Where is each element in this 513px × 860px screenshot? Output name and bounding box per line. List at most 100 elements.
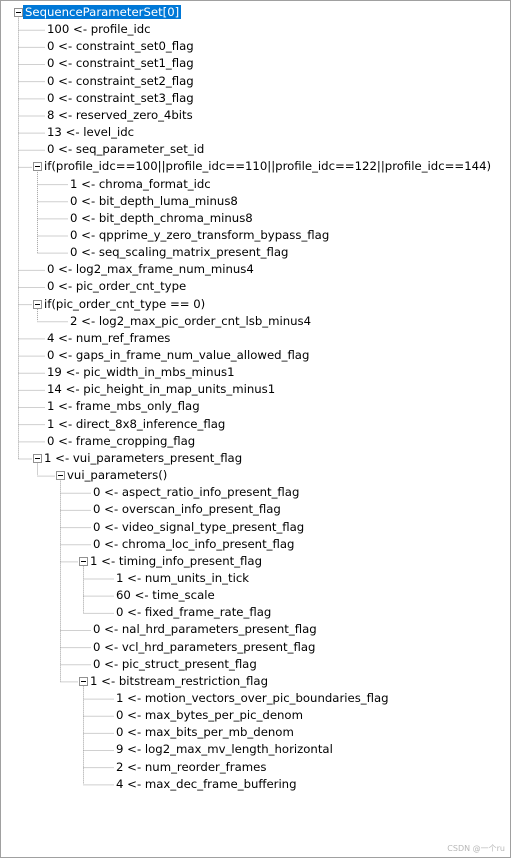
tree-node[interactable]: 0 <- bit_depth_luma_minus8	[70, 193, 238, 210]
tree-node-label: 0 <- seq_scaling_matrix_present_flag	[70, 245, 289, 260]
tree-node[interactable]: 0 <- seq_scaling_matrix_present_flag	[70, 244, 288, 261]
tree-node-label: 1 <- num_units_in_tick	[116, 570, 250, 585]
tree-node-label: 1 <- timing_info_present_flag	[90, 553, 262, 568]
tree-node-label: 0 <- seq_parameter_set_id	[47, 142, 205, 157]
tree-node[interactable]: 0 <- max_bytes_per_pic_denom	[116, 707, 303, 724]
tree-node[interactable]: 1 <- num_units_in_tick	[116, 570, 249, 587]
tree-node[interactable]: 0 <- chroma_loc_info_present_flag	[93, 536, 294, 553]
tree-node[interactable]: 1 <- direct_8x8_inference_flag	[47, 416, 225, 433]
tree-node[interactable]: 0 <- aspect_ratio_info_present_flag	[93, 484, 299, 501]
tree-node-label: 0 <- pic_struct_present_flag	[93, 656, 257, 671]
tree-node-label: 14 <- pic_height_in_map_units_minus1	[47, 382, 276, 397]
tree-node-label: 60 <- time_scale	[116, 588, 215, 603]
tree-node[interactable]: 0 <- constraint_set1_flag	[47, 55, 194, 72]
tree-node-label: 1 <- bitstream_restriction_flag	[90, 673, 268, 688]
tree-node-label: 0 <- chroma_loc_info_present_flag	[93, 536, 295, 551]
collapse-toggle-icon[interactable]	[32, 299, 42, 309]
tree-node-label: 19 <- pic_width_in_mbs_minus1	[47, 365, 235, 380]
tree-root-node[interactable]: SequenceParameterSet[0]	[23, 4, 182, 21]
tree-node[interactable]: 14 <- pic_height_in_map_units_minus1	[47, 381, 275, 398]
collapse-toggle-icon[interactable]	[78, 556, 88, 566]
collapse-toggle-icon[interactable]	[13, 8, 23, 18]
tree-node-label: 4 <- max_dec_frame_buffering	[116, 776, 297, 791]
tree-node-label: 9 <- log2_max_mv_length_horizontal	[116, 742, 333, 757]
tree-node[interactable]: 0 <- constraint_set2_flag	[47, 73, 194, 90]
tree-node-label: 0 <- max_bytes_per_pic_denom	[116, 708, 303, 723]
tree-node[interactable]: 60 <- time_scale	[116, 587, 215, 604]
tree-node[interactable]: 0 <- log2_max_frame_num_minus4	[47, 261, 254, 278]
tree-node-label: 0 <- max_bits_per_mb_denom	[116, 725, 294, 740]
tree-node-label: 1 <- chroma_format_idc	[70, 176, 211, 191]
tree-node[interactable]: vui_parameters()	[67, 467, 167, 484]
tree-node[interactable]: 100 <- profile_idc	[47, 21, 151, 38]
tree-node-label: if(pic_order_cnt_type == 0)	[44, 296, 206, 311]
watermark: CSDN @一个ru	[447, 844, 505, 853]
tree-node-label: 2 <- num_reorder_frames	[116, 759, 267, 774]
tree-node[interactable]: 0 <- nal_hrd_parameters_present_flag	[93, 621, 317, 638]
tree-node-label: 0 <- fixed_frame_rate_flag	[116, 605, 272, 620]
tree-node-label: 2 <- log2_max_pic_order_cnt_lsb_minus4	[70, 313, 312, 328]
tree-node[interactable]: 8 <- reserved_zero_4bits	[47, 107, 193, 124]
tree-node-label: 13 <- level_idc	[47, 125, 135, 140]
tree-node[interactable]: 0 <- overscan_info_present_flag	[93, 501, 281, 518]
tree-node-label: 0 <- qpprime_y_zero_transform_bypass_fla…	[70, 227, 330, 242]
tree-node[interactable]: 0 <- pic_order_cnt_type	[47, 278, 186, 295]
tree-node[interactable]: 1 <- motion_vectors_over_pic_boundaries_…	[116, 690, 389, 707]
tree-node-label: 0 <- constraint_set2_flag	[47, 73, 194, 88]
tree-root-label: SequenceParameterSet[0]	[23, 5, 182, 19]
collapse-toggle-icon[interactable]	[78, 676, 88, 686]
tree-node-label: vui_parameters()	[67, 468, 168, 483]
tree-node-label: 1 <- vui_parameters_present_flag	[44, 450, 243, 465]
tree-node-label: 0 <- vcl_hrd_parameters_present_flag	[93, 639, 316, 654]
tree-node[interactable]: if(pic_order_cnt_type == 0)	[44, 296, 205, 313]
tree-node[interactable]: 0 <- frame_cropping_flag	[47, 433, 195, 450]
tree-node-label: 0 <- gaps_in_frame_num_value_allowed_fla…	[47, 348, 310, 362]
tree-node[interactable]: 1 <- vui_parameters_present_flag	[44, 450, 242, 467]
tree-node-label: 0 <- bit_depth_chroma_minus8	[70, 210, 253, 225]
tree-node-label: 0 <- pic_order_cnt_type	[47, 279, 187, 294]
tree-node[interactable]: 0 <- constraint_set3_flag	[47, 90, 194, 107]
tree-node-label: 1 <- frame_mbs_only_flag	[47, 399, 200, 414]
tree-node-label: 0 <- nal_hrd_parameters_present_flag	[93, 622, 317, 637]
tree-node-label: 0 <- frame_cropping_flag	[47, 433, 196, 448]
tree-node[interactable]: 2 <- log2_max_pic_order_cnt_lsb_minus4	[70, 313, 311, 330]
collapse-toggle-icon[interactable]	[32, 453, 42, 463]
tree-node-label: 4 <- num_ref_frames	[47, 330, 171, 345]
collapse-toggle-icon[interactable]	[32, 162, 42, 172]
tree-node[interactable]: 4 <- num_ref_frames	[47, 330, 170, 347]
tree-node-label: 0 <- log2_max_frame_num_minus4	[47, 262, 254, 277]
tree-node-label: 1 <- motion_vectors_over_pic_boundaries_…	[116, 691, 389, 705]
tree-node[interactable]: 0 <- gaps_in_frame_num_value_allowed_fla…	[47, 347, 309, 364]
tree-node[interactable]: 0 <- vcl_hrd_parameters_present_flag	[93, 639, 315, 656]
tree-node[interactable]: 1 <- bitstream_restriction_flag	[90, 673, 268, 690]
tree-node-label: 0 <- overscan_info_present_flag	[93, 502, 281, 517]
tree-node[interactable]: if(profile_idc==100||profile_idc==110||p…	[44, 158, 491, 175]
tree-node[interactable]: 2 <- num_reorder_frames	[116, 759, 266, 776]
tree-node[interactable]: 0 <- video_signal_type_present_flag	[93, 519, 304, 536]
tree-node-label: 0 <- bit_depth_luma_minus8	[70, 193, 238, 208]
tree-node[interactable]: 1 <- frame_mbs_only_flag	[47, 398, 200, 415]
tree-node-label: 1 <- direct_8x8_inference_flag	[47, 416, 226, 431]
tree-node[interactable]: 1 <- chroma_format_idc	[70, 176, 211, 193]
tree-node[interactable]: 4 <- max_dec_frame_buffering	[116, 776, 297, 793]
tree-node[interactable]: 13 <- level_idc	[47, 124, 134, 141]
tree-node[interactable]: 0 <- qpprime_y_zero_transform_bypass_fla…	[70, 227, 329, 244]
tree-node[interactable]: 0 <- pic_struct_present_flag	[93, 656, 257, 673]
tree-node-label: 0 <- video_signal_type_present_flag	[93, 519, 305, 534]
tree-node-label: if(profile_idc==100||profile_idc==110||p…	[44, 159, 492, 174]
tree-node-label: 100 <- profile_idc	[47, 22, 151, 37]
tree-node[interactable]: 9 <- log2_max_mv_length_horizontal	[116, 741, 333, 758]
tree-node[interactable]: 19 <- pic_width_in_mbs_minus1	[47, 364, 235, 381]
tree-node[interactable]: 0 <- constraint_set0_flag	[47, 38, 194, 55]
tree-node[interactable]: 0 <- fixed_frame_rate_flag	[116, 604, 271, 621]
tree-node[interactable]: 0 <- seq_parameter_set_id	[47, 141, 204, 158]
tree-node[interactable]: 1 <- timing_info_present_flag	[90, 553, 262, 570]
tree-node-label: 8 <- reserved_zero_4bits	[47, 107, 193, 122]
tree-node-label: 0 <- aspect_ratio_info_present_flag	[93, 485, 300, 500]
tree-node[interactable]: 0 <- max_bits_per_mb_denom	[116, 724, 294, 741]
tree-node-label: 0 <- constraint_set3_flag	[47, 90, 194, 105]
tree-node[interactable]: 0 <- bit_depth_chroma_minus8	[70, 210, 253, 227]
collapse-toggle-icon[interactable]	[55, 471, 65, 481]
